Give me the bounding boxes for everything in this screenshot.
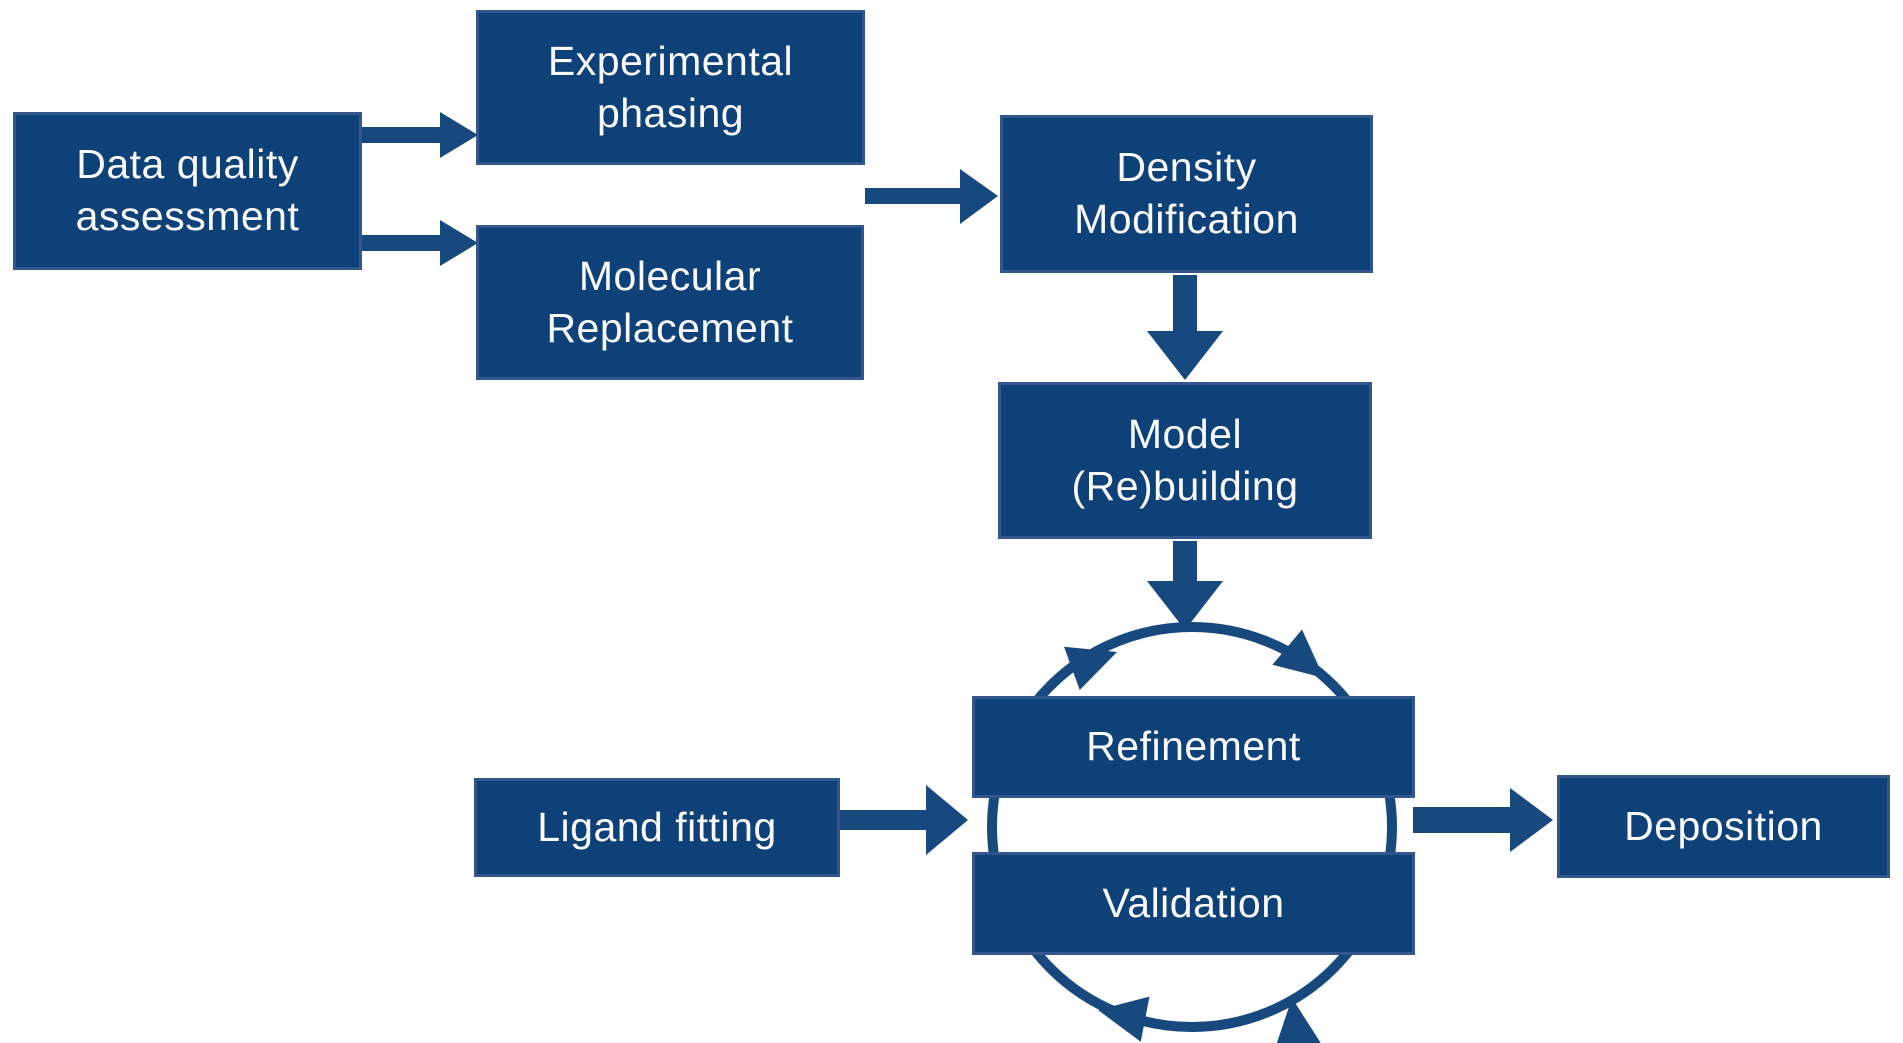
node-label-density-modification: Density Modification	[1074, 144, 1299, 242]
node-label-data-quality-assessment: Data quality assessment	[75, 141, 300, 239]
node-model-rebuilding: Model (Re)building	[998, 382, 1372, 539]
node-label-ligand-fitting: Ligand fitting	[537, 803, 777, 850]
arrow-phasing-to-density-modification	[865, 169, 998, 224]
cycle-arrowhead-bottom-left	[1098, 996, 1150, 1042]
node-label-refinement: Refinement	[1086, 723, 1301, 770]
arrow-cycle-to-deposition	[1413, 788, 1553, 852]
node-ligand-fitting: Ligand fitting	[474, 778, 840, 877]
node-label-experimental-phasing: Experimental phasing	[547, 37, 794, 136]
arrow-density-to-model-rebuilding	[1147, 275, 1223, 380]
node-label-model-rebuilding: Model (Re)building	[1071, 410, 1299, 509]
node-density-modification: Density Modification	[1000, 115, 1373, 273]
node-molecular-replacement: Molecular Replacement	[476, 225, 864, 380]
cycle-arrowhead-bottom-right	[1275, 998, 1321, 1043]
node-refinement: Refinement	[972, 696, 1415, 798]
arrow-ligand-to-cycle	[840, 785, 968, 855]
arrow-model-to-cycle	[1147, 541, 1223, 630]
node-data-quality-assessment: Data quality assessment	[13, 112, 362, 270]
node-label-deposition: Deposition	[1624, 802, 1823, 849]
arrow-dqa-to-experimental-phasing	[362, 112, 478, 158]
node-label-molecular-replacement: Molecular Replacement	[546, 252, 794, 351]
node-deposition: Deposition	[1557, 775, 1890, 878]
cycle-arrowhead-top-left	[1064, 646, 1117, 691]
node-label-validation: Validation	[1102, 879, 1285, 926]
node-experimental-phasing: Experimental phasing	[476, 10, 865, 165]
arrow-dqa-to-molecular-replacement	[362, 220, 478, 266]
cycle-circle	[987, 622, 1397, 1032]
node-validation: Validation	[972, 852, 1415, 955]
cycle-arrowhead-top-right	[1272, 629, 1324, 678]
